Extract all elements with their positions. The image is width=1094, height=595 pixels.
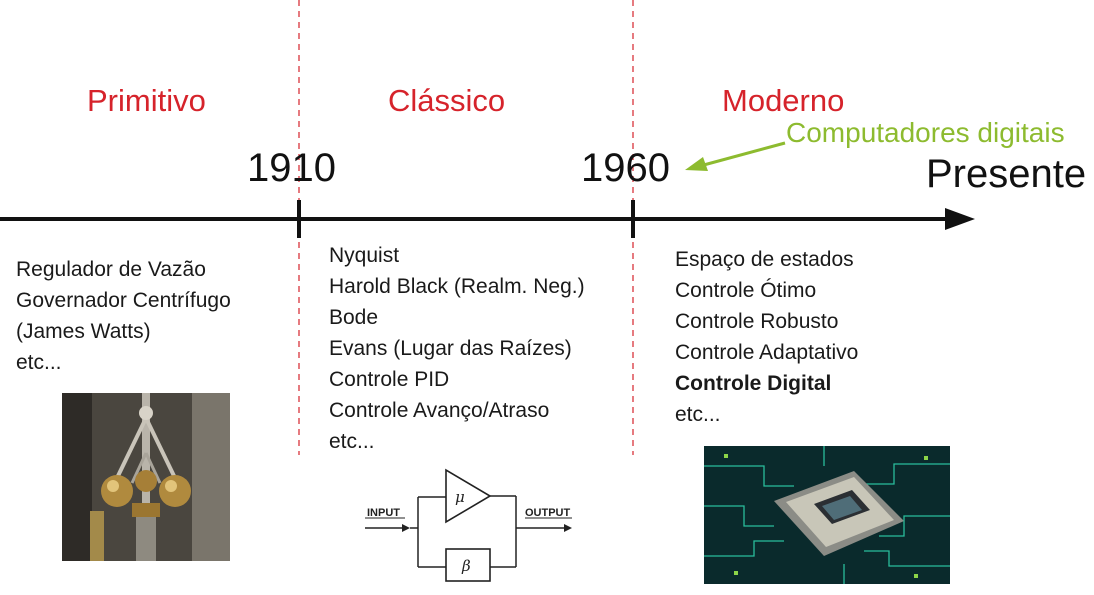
digital-computers-note: Computadores digitais xyxy=(786,117,1065,148)
timeline-arrowhead xyxy=(945,208,975,230)
era-moderno: Moderno xyxy=(722,83,845,118)
input-label: INPUT xyxy=(367,507,400,519)
list-item: (James Watts) xyxy=(16,320,151,343)
list-item: Controle Adaptativo xyxy=(675,341,859,364)
list-item: etc... xyxy=(16,351,62,374)
list-item: Controle PID xyxy=(329,368,450,391)
output-arrow xyxy=(564,524,572,532)
primitive-list: Regulador de Vazão Governador Centrífugo… xyxy=(16,254,231,378)
digital-arrowhead xyxy=(685,157,708,171)
cpu-chip-image xyxy=(704,446,950,584)
feedback-block xyxy=(445,548,491,582)
input-arrow xyxy=(402,524,410,532)
era-primitivo: Primitivo xyxy=(87,83,206,118)
list-item: Controle Robusto xyxy=(675,310,839,333)
present-label: Presente xyxy=(926,152,1087,196)
centrifugal-governor-image xyxy=(62,393,230,561)
amplifier-block xyxy=(445,468,492,524)
list-item: Nyquist xyxy=(329,244,400,267)
list-item: Evans (Lugar das Raízes) xyxy=(329,337,572,360)
feedback-gain-label: β xyxy=(461,557,471,575)
year-1960: 1960 xyxy=(581,146,670,190)
list-item: etc... xyxy=(675,403,721,426)
list-item: Harold Black (Realm. Neg.) xyxy=(329,275,585,298)
list-item: etc... xyxy=(329,430,375,453)
list-item: Bode xyxy=(329,306,379,329)
classic-list: Nyquist Harold Black (Realm. Neg.) Bode … xyxy=(329,240,585,457)
list-item: Governador Centrífugo xyxy=(16,289,231,312)
forward-gain-label: μ xyxy=(455,488,465,506)
digital-arrow-line xyxy=(699,141,786,168)
modern-list: Espaço de estados Controle Ótimo Control… xyxy=(675,244,858,430)
list-item: Regulador de Vazão xyxy=(16,258,206,281)
list-item: Controle Ótimo xyxy=(675,279,817,302)
list-item: Controle Avanço/Atraso xyxy=(329,399,550,422)
year-1910: 1910 xyxy=(247,146,336,190)
list-item-highlight: Controle Digital xyxy=(675,372,832,395)
era-classico: Clássico xyxy=(388,83,506,118)
output-label: OUTPUT xyxy=(525,507,571,519)
list-item: Espaço de estados xyxy=(675,248,854,271)
